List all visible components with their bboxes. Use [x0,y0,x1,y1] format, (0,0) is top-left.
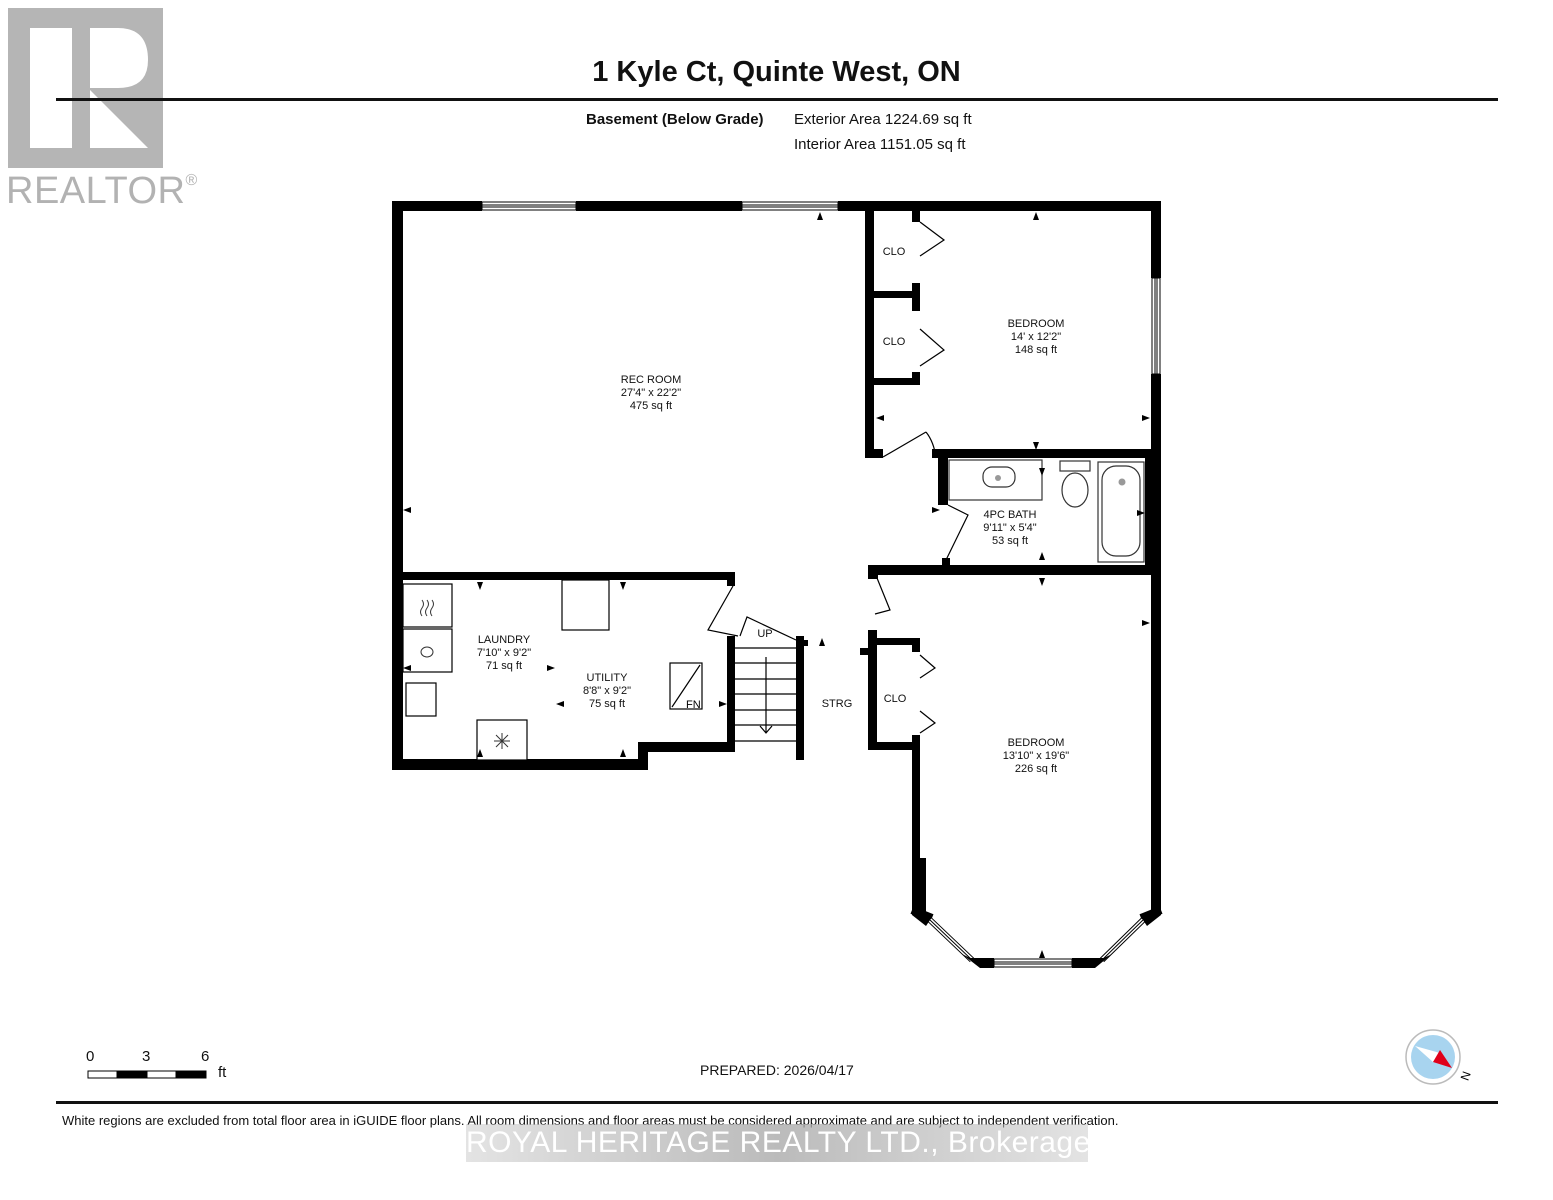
svg-text:53 sq ft: 53 sq ft [992,535,1028,547]
svg-text:71 sq ft: 71 sq ft [486,660,522,672]
svg-text:13'10" x 19'6": 13'10" x 19'6" [1003,750,1070,762]
scale-tick-0: 0 [86,1048,95,1065]
water-heater-icon [494,733,510,749]
compass-icon [1405,1029,1461,1085]
compass-north-label: N [1458,1069,1474,1082]
svg-text:8'8" x 9'2": 8'8" x 9'2" [583,685,631,697]
svg-text:14' x 12'2": 14' x 12'2" [1011,331,1061,343]
realtor-wordmark: REALTOR® [6,170,198,212]
closet-label: CLO [883,336,906,348]
svg-text:226 sq ft: 226 sq ft [1015,763,1057,775]
realtor-logo [8,8,163,168]
storage-label: STRG [822,698,853,710]
stairs-up-label: UP [757,628,772,640]
interior-area: Interior Area 1151.05 sq ft [794,136,966,153]
room-rec-room: REC ROOM 27'4" x 22'2" 475 sq ft [621,374,682,412]
room-4pc-bath: 4PC BATH 9'11" x 5'4" 53 sq ft [983,509,1036,547]
scale-tick-3: 3 [142,1048,151,1065]
window [993,277,1161,968]
window [481,201,839,211]
furnace-label: FN [686,699,701,711]
room-bedroom-1: BEDROOM 14' x 12'2" 148 sq ft [1008,318,1065,356]
svg-text:27'4" x 22'2": 27'4" x 22'2" [621,387,681,399]
room-bedroom-2: BEDROOM 13'10" x 19'6" 226 sq ft [1003,737,1070,775]
realtor-r-icon [30,28,148,148]
footer-divider [56,1101,1498,1104]
svg-text:REC ROOM: REC ROOM [621,374,682,386]
prepared-date: PREPARED: 2026/04/17 [700,1062,854,1078]
svg-text:7'10" x 9'2": 7'10" x 9'2" [477,647,531,659]
svg-text:75 sq ft: 75 sq ft [589,698,625,710]
room-laundry: LAUNDRY 7'10" x 9'2" 71 sq ft [477,634,531,672]
svg-text:9'11" x 5'4": 9'11" x 5'4" [983,522,1036,534]
svg-text:LAUNDRY: LAUNDRY [478,634,531,646]
svg-text:4PC BATH: 4PC BATH [984,509,1037,521]
page-title: 1 Kyle Ct, Quinte West, ON [592,56,961,88]
svg-text:BEDROOM: BEDROOM [1008,737,1065,749]
room-utility: UTILITY 8'8" x 9'2" 75 sq ft [583,672,631,710]
closet-label: CLO [883,246,906,258]
dryer-icon [420,599,434,617]
scale-tick-6: 6 [201,1048,210,1065]
exterior-area: Exterior Area 1224.69 sq ft [794,111,972,128]
header-divider [56,98,1498,101]
scale-bar [87,1070,207,1079]
svg-text:UTILITY: UTILITY [587,672,629,684]
scale-unit: ft [218,1064,227,1081]
brokerage-watermark: ROYAL HERITAGE REALTY LTD., Brokerage [466,1124,1090,1162]
floor-level-label: Basement (Below Grade) [586,111,764,128]
svg-text:BEDROOM: BEDROOM [1008,318,1065,330]
washer-icon [420,646,434,658]
svg-text:148 sq ft: 148 sq ft [1015,344,1057,356]
closet-label: CLO [884,693,907,705]
svg-text:475 sq ft: 475 sq ft [630,400,672,412]
